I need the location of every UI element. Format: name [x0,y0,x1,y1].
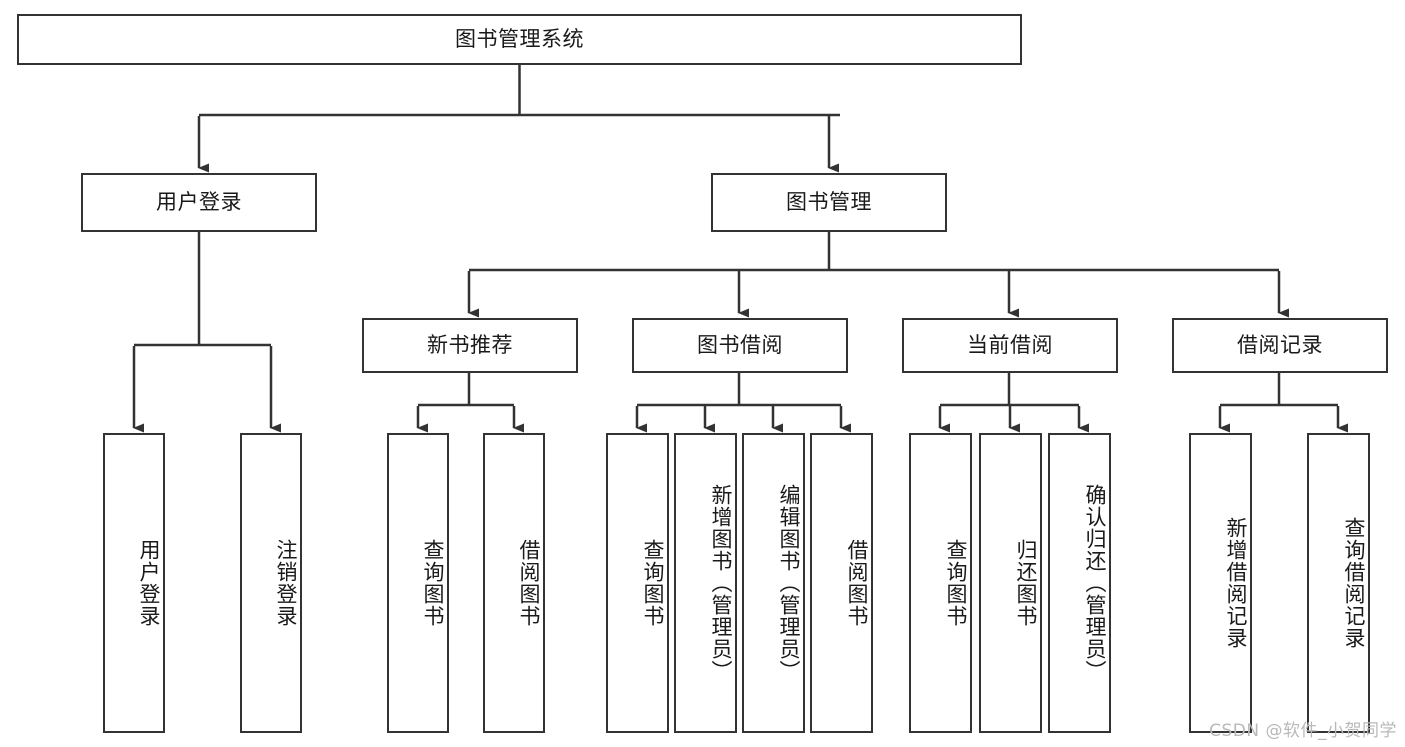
node-leaf-leaf-borrow-book-1[interactable]: 借阅图书 [483,433,545,733]
node-label: 查询借阅记录 [1342,517,1366,649]
node-leaf-leaf-edit-book[interactable]: 编辑图书（管理员） [742,433,805,733]
edge-root-to-level2 [197,65,840,173]
edge-currentborrow-to-leaves [938,373,1089,433]
node-level3-book-borrow[interactable]: 图书借阅 [632,318,848,373]
node-label: 查询图书 [641,539,665,627]
node-label: 注销登录 [274,539,298,627]
node-label: 当前借阅 [967,332,1053,357]
node-label: 用户登录 [156,189,242,214]
node-label: 查询图书 [421,539,445,627]
node-leaf-leaf-query-book-2[interactable]: 查询图书 [606,433,669,733]
node-leaf-leaf-query-book-3[interactable]: 查询图书 [909,433,972,733]
node-label: 图书借阅 [697,332,783,357]
node-leaf-leaf-add-record[interactable]: 新增借阅记录 [1189,433,1252,733]
node-label: 新书推荐 [427,332,513,357]
node-label: 借阅图书 [845,539,869,627]
node-label: 编辑图书（管理员） [777,484,801,682]
node-leaf-leaf-confirm-return[interactable]: 确认归还（管理员） [1048,433,1111,733]
watermark-text: CSDN @软件_小贺同学 [1209,721,1397,741]
node-label: 确认归还（管理员） [1083,484,1107,682]
node-label: 图书管理系统 [455,26,584,51]
node-level3-borrow-record[interactable]: 借阅记录 [1172,318,1388,373]
node-leaf-leaf-borrow-book-2[interactable]: 借阅图书 [810,433,873,733]
node-label: 借阅图书 [517,539,541,627]
node-leaf-leaf-query-book-1[interactable]: 查询图书 [387,433,449,733]
edge-newbookrec-to-leaves [416,373,524,433]
node-label: 归还图书 [1014,539,1038,627]
node-leaf-leaf-return-book[interactable]: 归还图书 [979,433,1042,733]
node-leaf-leaf-user-logout[interactable]: 注销登录 [240,433,302,733]
node-label: 借阅记录 [1237,332,1323,357]
edge-borrowrecord-to-leaves [1218,373,1348,433]
edge-userlogin-to-leaves [132,232,281,433]
node-label: 查询图书 [944,539,968,627]
node-label: 用户登录 [137,539,161,627]
node-leaf-leaf-add-book[interactable]: 新增图书（管理员） [674,433,737,733]
node-leaf-leaf-user-login[interactable]: 用户登录 [103,433,165,733]
edge-bookmanage-to-level3 [467,232,1289,318]
node-label: 图书管理 [786,189,872,214]
node-label: 新增图书（管理员） [709,484,733,682]
node-level2-user-login[interactable]: 用户登录 [81,173,317,232]
node-level2-book-manage[interactable]: 图书管理 [711,173,947,232]
node-root-root[interactable]: 图书管理系统 [17,14,1022,65]
node-level3-new-book-rec[interactable]: 新书推荐 [362,318,578,373]
node-leaf-leaf-query-record[interactable]: 查询借阅记录 [1307,433,1370,733]
edge-bookborrow-to-leaves [635,373,851,433]
node-level3-current-borrow[interactable]: 当前借阅 [902,318,1118,373]
node-label: 新增借阅记录 [1224,517,1248,649]
